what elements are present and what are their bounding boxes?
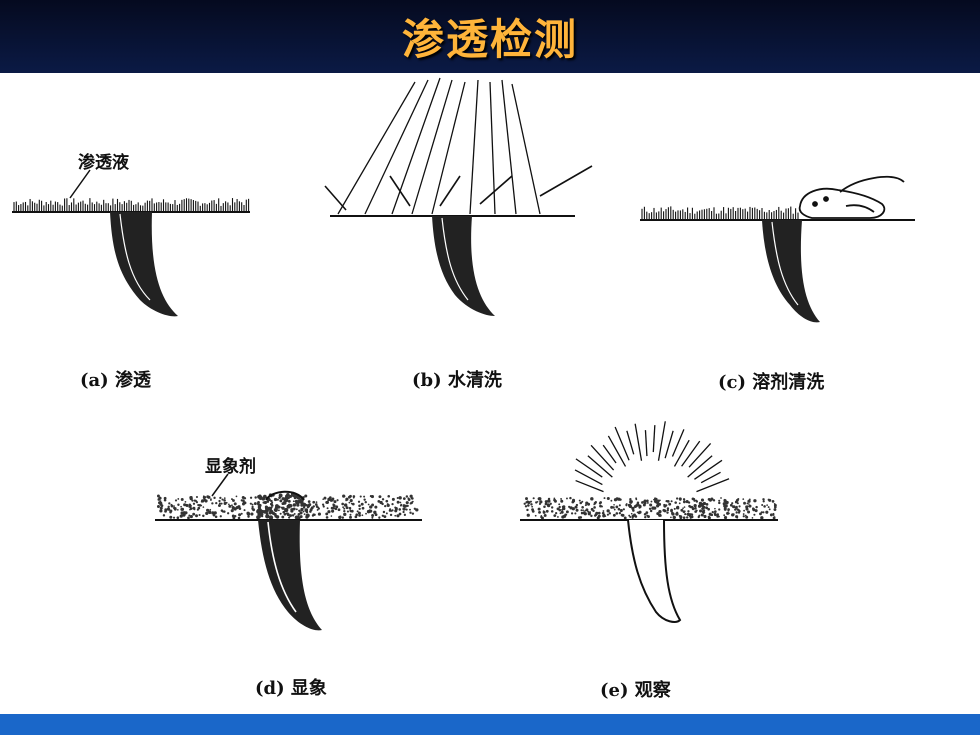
caption-b: (b) 水清洗 [412, 370, 502, 391]
panel-b-figure [324, 77, 593, 316]
penetrant-surface-layer [13, 198, 250, 212]
residual-penetrant-layer [641, 206, 799, 220]
developer-powder-layer [523, 496, 777, 520]
caption-a: (a) 渗透 [80, 370, 151, 391]
hand-with-cloth-icon [798, 175, 905, 219]
indication-glow-lines [574, 421, 730, 493]
water-spray-lines [324, 77, 593, 215]
panel-e-figure [520, 421, 778, 623]
crack-filled [110, 212, 178, 317]
panel-d-figure [155, 473, 422, 631]
panel-a-figure [12, 169, 250, 317]
caption-c: (c) 溶剂清洗 [718, 372, 825, 393]
title-bar: 渗透检测 [0, 0, 980, 73]
developer-powder-layer [156, 491, 419, 520]
crack-outline [627, 519, 682, 623]
developer-label: 显象剂 [205, 457, 256, 477]
caption-e: (e) 观察 [600, 680, 671, 701]
penetrant-label: 渗透液 [78, 153, 129, 173]
crack-filled [762, 220, 820, 323]
caption-d: (d) 显象 [255, 678, 327, 699]
bottom-bar [0, 714, 980, 735]
crack-filled [258, 520, 322, 631]
panel-c-figure [640, 175, 915, 323]
crack-filled [432, 216, 495, 316]
slide-title: 渗透检测 [401, 15, 578, 64]
